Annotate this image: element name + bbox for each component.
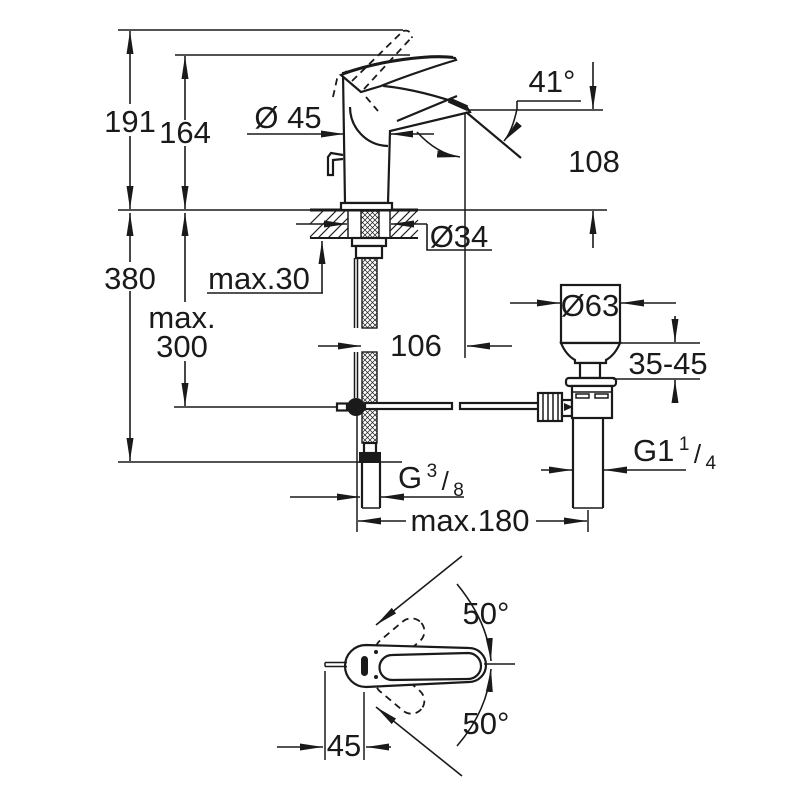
hose-nut: [359, 452, 381, 463]
side-view: [118, 29, 622, 509]
waste-plug: [559, 283, 622, 345]
spout-stream-line: [465, 111, 522, 159]
dim-max-depth-word: max.: [148, 300, 215, 335]
dim-spout-height: 164: [159, 115, 211, 150]
handle-plan-outline: [324, 617, 488, 715]
mounting-nut: [354, 244, 384, 260]
dim-waste-thread: G1 1 / 4: [633, 433, 717, 474]
dim-swivel-up: 50°: [463, 596, 510, 631]
handle-rotated-up-dashed: [374, 617, 426, 665]
dim-hose-reach: max.180: [411, 503, 530, 538]
dim-waste-diameter: Ø63: [561, 288, 620, 323]
hose-collar: [362, 441, 378, 455]
supply-hose: [353, 257, 382, 509]
dim-basin-range: 35-45: [628, 346, 707, 381]
faucet-body: [326, 29, 472, 212]
dim-supply-thread: G 3 / 8: [398, 460, 464, 501]
dimension-annotations: [118, 29, 700, 532]
swivel-annotations: [375, 555, 515, 777]
dim-deck-thickness: max.30: [208, 261, 310, 296]
rod-offset-dimension: [277, 671, 391, 760]
dim-rod-offset: 45: [327, 728, 361, 763]
dim-spout-reach: 106: [390, 328, 442, 363]
lever-handle: [338, 56, 458, 94]
dim-tip-height: 108: [568, 144, 620, 179]
faucet-base: [339, 201, 394, 212]
waste-flange: [564, 376, 618, 388]
dim-hole-diameter: Ø34: [430, 219, 489, 254]
dim-spout-angle: 41°: [529, 64, 576, 99]
bottom-view: [277, 555, 515, 777]
lever-raised-dashed: [332, 29, 413, 112]
dimension-labels: 191 164 Ø 45 41° 108 Ø34 max.30 380 max.…: [104, 64, 716, 763]
mounting-shank: [350, 210, 388, 260]
dim-overall-height: 191: [104, 104, 156, 139]
waste-body: [570, 384, 614, 420]
mounting-washer: [350, 236, 388, 248]
aerator-tip: [447, 97, 469, 111]
dim-swivel-down: 50°: [463, 706, 510, 741]
dim-body-diameter: Ø 45: [254, 100, 321, 135]
side-hook: [326, 151, 344, 177]
rod-adjuster-knob: [536, 391, 574, 423]
ball-joint: [347, 398, 365, 416]
dim-total-height: 380: [104, 261, 156, 296]
cartridge-slot: [361, 656, 368, 676]
dim-max-depth-value: 300: [156, 329, 208, 364]
drain-assembly: [559, 283, 622, 509]
